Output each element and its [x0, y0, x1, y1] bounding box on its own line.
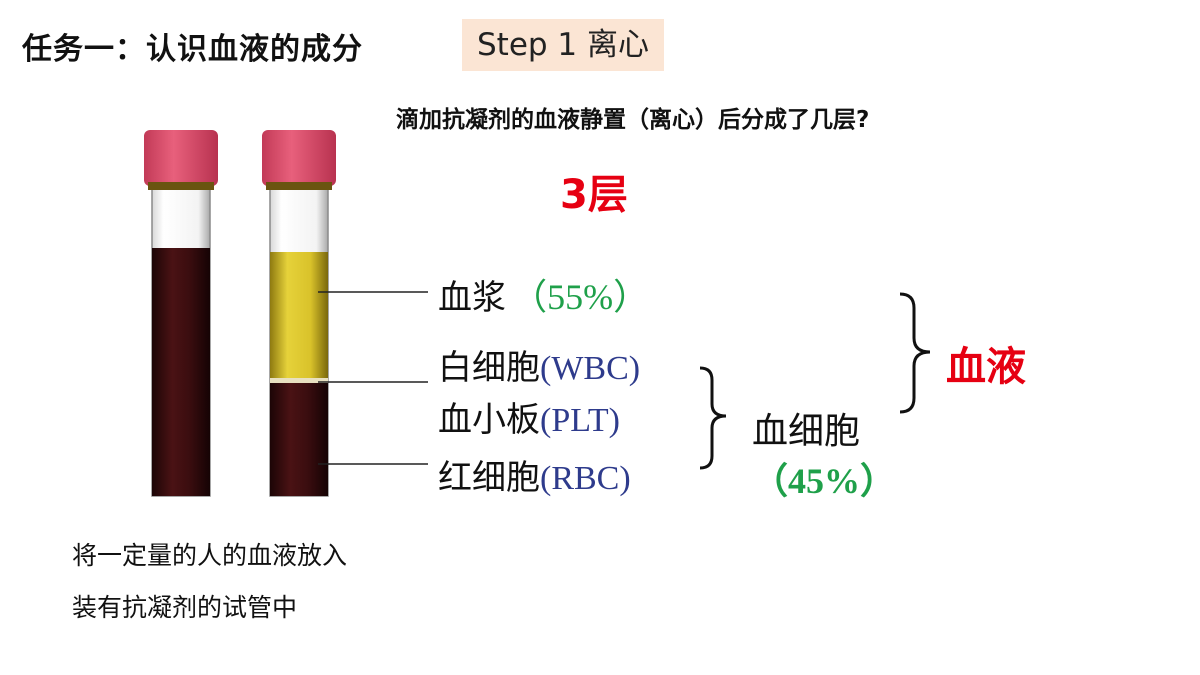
plt-label-row: 血小板(PLT) — [438, 392, 620, 441]
left-test-tube — [144, 130, 218, 497]
blood-cells-brace — [699, 366, 727, 470]
blood-cells-label: 血细胞 — [752, 411, 861, 452]
wbc-label: 白细胞 — [438, 348, 540, 388]
plasma-percentage: 55% — [547, 277, 614, 317]
red-cell-layer — [270, 383, 328, 496]
plasma-label: 血浆 — [438, 278, 506, 318]
plasma-pct-close: ） — [613, 277, 650, 317]
blood-brace — [899, 292, 931, 414]
right-test-tube — [262, 130, 336, 497]
plasma-pct-open: （ — [511, 277, 548, 317]
step-badge: Step 1 离心 — [462, 19, 664, 71]
test-tubes-illustration — [144, 130, 336, 497]
blood-label: 血液 — [946, 344, 1026, 390]
plasma-layer — [270, 252, 328, 380]
answer-text: 3层 — [560, 172, 628, 218]
question-text: 滴加抗凝剂的血液静置（离心）后分成了几层? — [396, 107, 870, 133]
buffy-coat-layer — [270, 378, 328, 383]
page-title: 任务一：认识血液的成分 — [22, 32, 363, 67]
blood-cells-percentage: （45%） — [752, 461, 897, 501]
wbc-abbr: (WBC) — [540, 350, 641, 387]
plt-label: 血小板 — [438, 400, 540, 440]
left-tube-cap — [144, 130, 218, 186]
plt-abbr: (PLT) — [540, 402, 620, 439]
rbc-label-row: 红细胞(RBC) — [438, 450, 631, 499]
rbc-label: 红细胞 — [438, 458, 540, 498]
wbc-label-row: 白细胞(WBC) — [438, 340, 640, 389]
description-line-2: 装有抗凝剂的试管中 — [72, 593, 298, 622]
right-tube-cap — [262, 130, 336, 186]
plasma-label-row: 血浆 （55%） — [438, 268, 649, 320]
rbc-abbr: (RBC) — [540, 460, 631, 497]
description-line-1: 将一定量的人的血液放入 — [72, 541, 348, 570]
